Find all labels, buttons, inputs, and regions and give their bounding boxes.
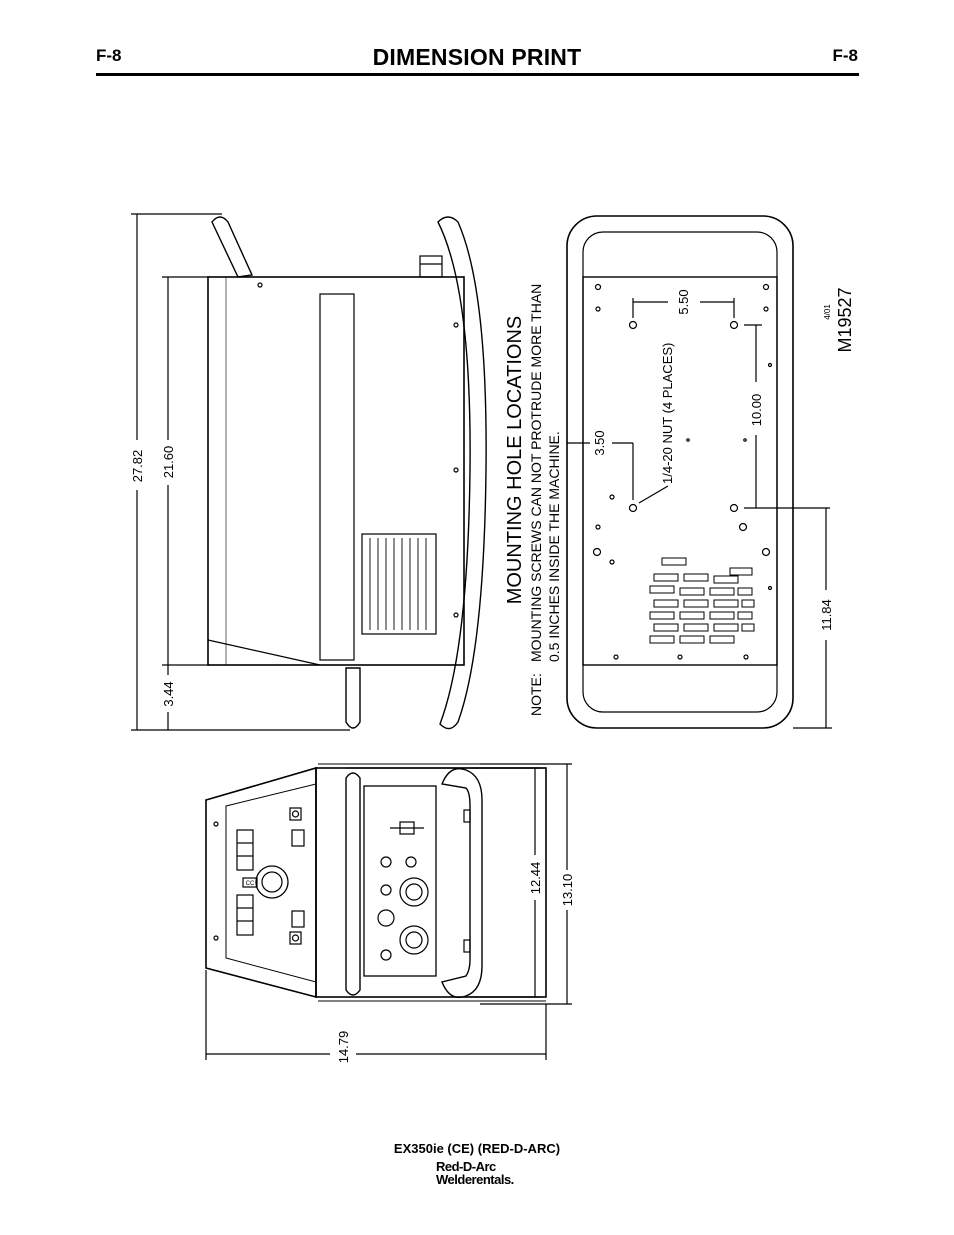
note-label: NOTE: xyxy=(528,673,544,716)
note-line2: 0.5 INCHES INSIDE THE MACHINE. xyxy=(546,431,562,662)
logo-line1: Red-D-Arc xyxy=(436,1159,496,1174)
header-rule xyxy=(96,73,859,76)
dim-depth-outer: 13.10 xyxy=(560,874,575,907)
dim-edge-to-hole: 11.84 xyxy=(819,599,834,631)
page-number-left: F-8 xyxy=(96,46,122,65)
bottom-view xyxy=(566,215,832,729)
dim-edge-offset: 3.50 xyxy=(592,430,607,455)
drawing-date: 4/01 xyxy=(823,304,832,320)
dim-overall-height: 27.82 xyxy=(130,450,145,483)
dim-width: 14.79 xyxy=(336,1031,351,1064)
vent-grid xyxy=(649,557,755,644)
mounting-heading: MOUNTING HOLE LOCATIONS xyxy=(504,316,526,605)
nut-label: 1/4-20 NUT (4 PLACES) xyxy=(660,343,675,484)
side-view xyxy=(131,213,487,731)
page-number-right: F-8 xyxy=(832,46,859,65)
brand-logo: Red-D-Arc Welderentals. xyxy=(436,1160,514,1186)
front-view xyxy=(205,763,572,1060)
note-line1: MOUNTING SCREWS CAN NOT PROTRUDE MORE TH… xyxy=(528,284,544,662)
cc-label: CC xyxy=(246,881,255,887)
dim-handle-height: 3.44 xyxy=(161,681,176,706)
page-title: DIMENSION PRINT xyxy=(372,44,582,70)
footer-model: EX350ie (CE) (RED-D-ARC) xyxy=(393,1141,561,1156)
dim-depth-inner: 12.44 xyxy=(528,862,543,895)
dim-hole-spacing-b: 10.00 xyxy=(749,394,764,427)
drawing-number: M19527 xyxy=(835,287,855,352)
dim-case-height: 21.60 xyxy=(161,446,176,479)
logo-line2: Welderentals. xyxy=(436,1172,514,1187)
dim-hole-spacing-a: 5.50 xyxy=(676,289,691,314)
